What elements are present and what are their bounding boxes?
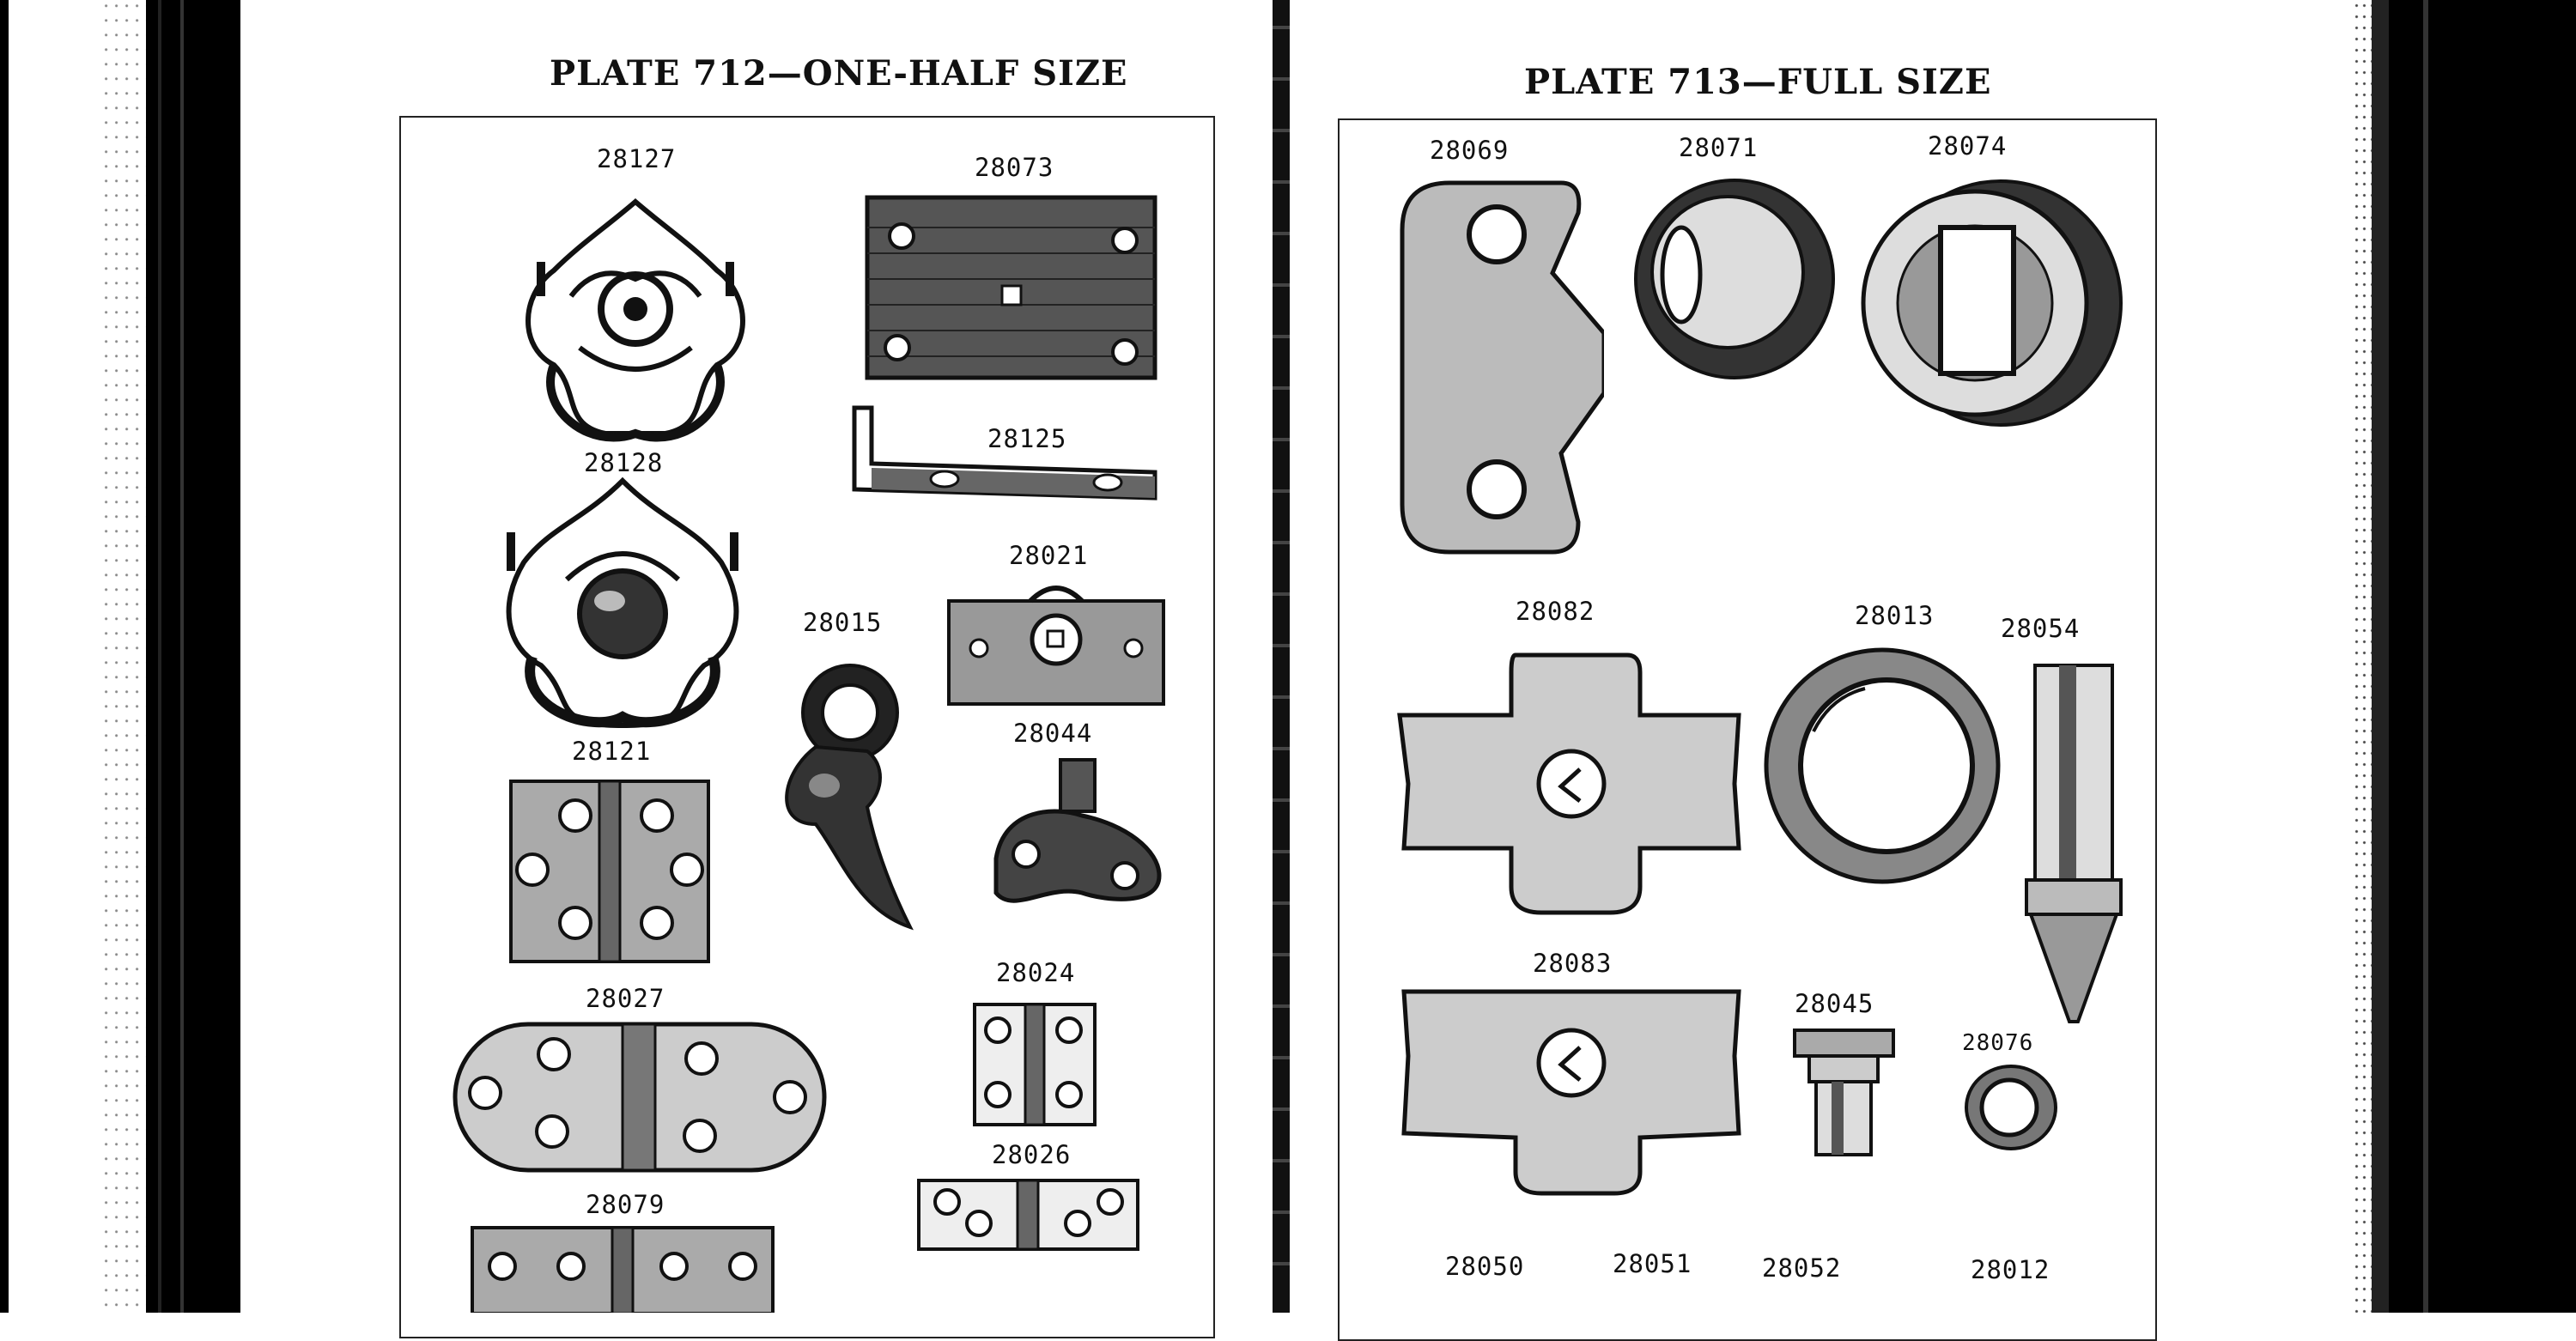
bail-pull-ornate-illustration	[489, 476, 756, 734]
long-hinge-illustration	[468, 1223, 777, 1313]
part-number-28073: 28073	[975, 153, 1054, 182]
part-number-28026: 28026	[992, 1140, 1072, 1169]
hasp-plate-illustration	[945, 579, 1168, 708]
narrow-hinge-illustration	[914, 1176, 1142, 1253]
butt-hinge-illustration	[507, 777, 713, 966]
small-hinge-illustration	[970, 1000, 1099, 1129]
plate-713-title: PLATE 713—FULL SIZE	[1524, 62, 1992, 102]
part-number-28083: 28083	[1533, 949, 1613, 978]
drawer-knob-plate-illustration	[987, 755, 1168, 919]
lock-plate-illustration	[863, 193, 1159, 382]
angle-bracket-illustration	[850, 404, 1159, 507]
plate-712-title: PLATE 712—ONE-HALF SIZE	[550, 53, 1128, 94]
keyhole-bushing-illustration	[1631, 176, 1838, 382]
part-number-28012: 28012	[1971, 1255, 2050, 1284]
part-number-28045: 28045	[1795, 989, 1874, 1018]
drawer-pull-ornate-illustration	[502, 193, 769, 451]
part-number-28125: 28125	[987, 424, 1067, 453]
book-binding-right	[2372, 0, 2569, 1313]
escutcheon-strike-illustration	[1398, 179, 1604, 556]
part-number-28024: 28024	[996, 958, 1076, 987]
part-number-28069: 28069	[1430, 136, 1510, 165]
tapered-pin-illustration	[2018, 661, 2129, 1026]
keyhole-plate-cross-illustration	[1395, 651, 1747, 917]
part-number-28079: 28079	[586, 1190, 665, 1219]
part-number-28054: 28054	[2001, 614, 2081, 643]
part-number-28121: 28121	[572, 737, 652, 766]
book-binding-left	[146, 0, 240, 1313]
part-number-28076: 28076	[1962, 1030, 2034, 1056]
ring-collar-illustration	[1762, 646, 2002, 886]
part-number-28071: 28071	[1679, 133, 1759, 162]
part-number-28082: 28082	[1516, 597, 1595, 626]
part-number-28013: 28013	[1855, 601, 1935, 630]
part-number-28127: 28127	[597, 144, 677, 173]
part-number-28021: 28021	[1009, 541, 1089, 570]
part-number-28051: 28051	[1613, 1249, 1692, 1278]
part-number-28044: 28044	[1013, 719, 1093, 748]
part-number-28052: 28052	[1762, 1253, 1842, 1283]
cupboard-latch-illustration	[764, 652, 919, 936]
part-number-28050: 28050	[1445, 1252, 1525, 1281]
part-number-28128: 28128	[584, 448, 664, 477]
part-number-28074: 28074	[1928, 131, 2008, 161]
part-number-28027: 28027	[586, 984, 665, 1013]
flanged-bushing-illustration	[1790, 1026, 1898, 1159]
scan-edge-right	[2569, 0, 2576, 1313]
book-gutter	[1273, 0, 1290, 1313]
small-ring-illustration	[1962, 1063, 2061, 1153]
table-hinge-illustration	[451, 1020, 829, 1174]
scan-edge-left	[0, 0, 9, 1313]
part-number-28015: 28015	[803, 608, 883, 637]
square-bushing-illustration	[1859, 176, 2125, 429]
keyhole-plate-tee-illustration	[1395, 987, 1747, 1198]
